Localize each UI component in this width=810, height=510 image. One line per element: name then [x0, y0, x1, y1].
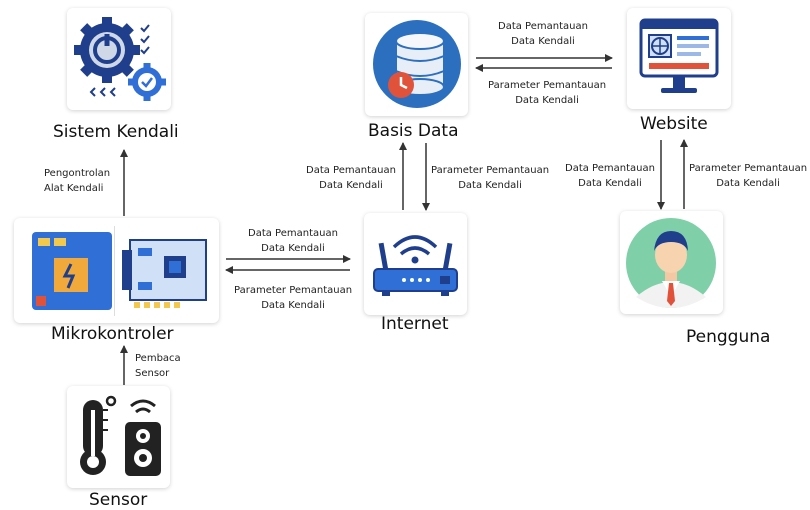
edge-label-db-to-website: Data Pemantauan Data Kendali — [498, 19, 588, 49]
microcontroller-card — [14, 218, 219, 323]
database-icon — [373, 20, 461, 108]
user-card — [620, 211, 723, 314]
database-card — [365, 13, 468, 116]
edge-label-internet-to-mcu: Parameter Pemantauan Data Kendali — [234, 283, 352, 313]
edge-label-line: Parameter Pemantauan — [488, 80, 607, 91]
edge-label-line: Parameter Pemantauan — [431, 165, 550, 176]
edge-label-line: Data Kendali — [261, 300, 325, 311]
edge-label-internet-to-db: Data Pemantauan Data Kendali — [306, 163, 396, 193]
edge-label-line: Data Kendali — [716, 178, 780, 189]
edge-label-line: Parameter Pemantauan — [689, 163, 808, 174]
edge-label-line: Data Kendali — [511, 36, 575, 47]
edge-label-line: Data Pemantauan — [306, 165, 396, 176]
edge-label-user-to-website: Parameter Pemantauan Data Kendali — [689, 161, 807, 191]
edge-label-line: Alat Kendali — [44, 183, 104, 194]
edge-label-line: Pengontrolan — [44, 168, 111, 179]
microcontroller-icon — [32, 226, 207, 316]
edge-label-line: Data Pemantauan — [498, 21, 588, 32]
edge-label-sensor-to-mcu: Pembaca Sensor — [135, 351, 181, 381]
edge-label-db-to-internet: Parameter Pemantauan Data Kendali — [431, 163, 549, 193]
control-system-card — [67, 8, 171, 110]
website-icon — [639, 18, 719, 93]
edge-label-line: Data Pemantauan — [248, 228, 338, 239]
edge-label-line: Sensor — [135, 368, 170, 379]
edge-label-line: Data Kendali — [515, 95, 579, 106]
edge-label-website-to-user: Data Pemantauan Data Kendali — [565, 161, 655, 191]
gears-icon — [74, 17, 166, 101]
sensor-label: Sensor — [89, 490, 148, 510]
control-system-label: Sistem Kendali — [53, 122, 179, 142]
sensor-card — [67, 386, 170, 488]
edge-label-line: Data Pemantauan — [565, 163, 655, 174]
sensor-icon — [80, 395, 161, 476]
user-icon — [626, 218, 716, 308]
edge-label-line: Data Kendali — [261, 243, 325, 254]
router-icon — [373, 235, 458, 296]
edge-label-line: Data Kendali — [458, 180, 522, 191]
website-card — [627, 8, 731, 109]
internet-label: Internet — [381, 314, 449, 334]
user-label: Pengguna — [686, 327, 771, 347]
website-label: Website — [640, 114, 708, 134]
edge-label-mcu-to-internet: Data Pemantauan Data Kendali — [248, 226, 338, 256]
microcontroller-label: Mikrokontroler — [51, 324, 174, 344]
edge-label-line: Parameter Pemantauan — [234, 285, 353, 296]
edge-label-line: Data Kendali — [578, 178, 642, 189]
edge-label-line: Pembaca — [135, 353, 181, 364]
edge-label-website-to-db: Parameter Pemantauan Data Kendali — [488, 78, 606, 108]
edge-label-line: Data Kendali — [319, 180, 383, 191]
edge-label-mcu-to-control: Pengontrolan Alat Kendali — [44, 166, 110, 196]
internet-card — [364, 213, 467, 315]
database-label: Basis Data — [368, 121, 459, 141]
